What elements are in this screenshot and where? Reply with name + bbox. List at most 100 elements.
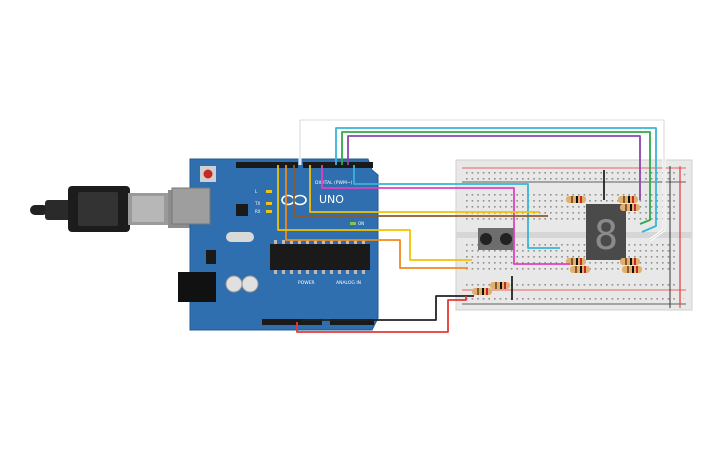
breadboard-hole <box>510 262 513 264</box>
breadboard-hole <box>662 262 664 264</box>
breadboard-hole <box>522 244 524 246</box>
breadboard-hole <box>650 194 653 196</box>
breadboard-hole <box>544 178 546 180</box>
breadboard-hole <box>533 256 535 258</box>
breadboard-hole <box>566 206 569 208</box>
breadboard-hole <box>477 298 479 300</box>
breadboard-hole <box>634 250 636 252</box>
rail-minus-label: - <box>683 296 685 301</box>
breadboard-hole <box>634 178 636 180</box>
breadboard-hole <box>656 172 658 174</box>
breadboard-hole <box>634 284 636 286</box>
breadboard-hole <box>482 298 485 300</box>
breadboard-hole <box>583 178 586 180</box>
breadboard-hole <box>550 206 552 208</box>
breadboard-hole <box>522 284 524 286</box>
breadboard-hole <box>572 244 574 246</box>
breadboard-hole <box>645 284 647 286</box>
resistor <box>566 196 586 203</box>
breadboard-hole <box>482 218 485 220</box>
breadboard-hole <box>645 194 647 196</box>
power-label: POWER <box>298 280 315 286</box>
breadboard-hole <box>544 250 546 252</box>
arduino-board[interactable]: UNO DIGITAL (PWM~) POWER ANALOG IN L TX … <box>171 158 379 331</box>
breadboard-hole <box>516 206 518 208</box>
breadboard-hole <box>589 262 591 264</box>
breadboard-hole <box>617 200 619 202</box>
wire-green[interactable] <box>341 131 651 225</box>
breadboard-hole <box>600 194 602 196</box>
breadboard-hole <box>533 194 535 196</box>
breadboard-hole <box>550 250 552 252</box>
breadboard-hole <box>572 250 574 252</box>
header-power <box>262 319 322 325</box>
wire-yellow-2[interactable] <box>309 165 540 213</box>
breadboard-hole <box>617 262 619 264</box>
breadboard-hole <box>533 172 535 174</box>
breadboard-hole <box>673 250 675 252</box>
wire-black-gnd[interactable] <box>302 295 474 322</box>
breadboard-hole <box>589 298 591 300</box>
breadboard-hole <box>544 206 546 208</box>
wire-purple[interactable] <box>347 135 641 200</box>
pushbutton[interactable] <box>478 228 514 250</box>
wire-white-outline <box>299 119 665 241</box>
breadboard-hole <box>477 268 479 270</box>
breadboard-hole <box>510 250 513 252</box>
breadboard-hole <box>566 172 569 174</box>
wire-red[interactable] <box>296 296 467 333</box>
breadboard-hole <box>533 262 535 264</box>
breadboard-hole <box>572 284 574 286</box>
breadboard-hole <box>538 284 541 286</box>
breadboard-hole <box>589 200 591 202</box>
resistor <box>622 266 642 273</box>
resistor <box>490 282 510 289</box>
breadboard-hole <box>578 244 580 246</box>
breadboard-hole <box>639 244 642 246</box>
breadboard-hole <box>482 284 485 286</box>
breadboard-hole <box>522 172 524 174</box>
breadboard-hole <box>561 256 563 258</box>
breadboard-hole <box>555 178 558 180</box>
breadboard-hole <box>667 250 670 252</box>
wire-cyan-2[interactable] <box>353 165 560 249</box>
breadboard-hole <box>555 244 558 246</box>
breadboard-hole <box>527 172 530 174</box>
breadboard-hole <box>606 178 608 180</box>
breadboard-hole <box>667 178 670 180</box>
breadboard-hole <box>488 200 490 202</box>
breadboard-hole <box>555 284 558 286</box>
breadboard-hole <box>572 298 574 300</box>
breadboard-hole <box>516 284 518 286</box>
breadboard-hole <box>566 268 569 270</box>
breadboard-hole <box>550 244 552 246</box>
breadboard-hole <box>544 200 546 202</box>
wire-magenta[interactable] <box>321 165 570 265</box>
breadboard-hole <box>645 262 647 264</box>
breadboard-hole <box>578 178 580 180</box>
breadboard-hole <box>650 284 653 286</box>
wire-yellow[interactable] <box>277 165 472 261</box>
breadboard-hole <box>606 298 608 300</box>
wire-cyan[interactable] <box>335 127 657 233</box>
header-top-right <box>303 162 373 168</box>
breadboard-hole <box>639 218 642 220</box>
board-model-label: UNO <box>319 193 344 206</box>
wire-brown[interactable] <box>293 165 548 217</box>
breadboard-hole <box>477 206 479 208</box>
breadboard-hole <box>600 268 602 270</box>
breadboard-hole <box>572 178 574 180</box>
resistor <box>620 258 640 265</box>
breadboard-hole <box>606 268 608 270</box>
breadboard-hole <box>639 298 642 300</box>
breadboard-hole <box>471 218 474 220</box>
wire-orange[interactable] <box>285 165 468 269</box>
breadboard-hole <box>544 212 546 214</box>
breadboard-hole <box>650 212 653 214</box>
breadboard-hole <box>516 244 518 246</box>
breadboard-hole <box>499 250 502 252</box>
breadboard-hole <box>482 256 485 258</box>
breadboard-hole <box>617 298 619 300</box>
display-digit: 8 <box>594 213 618 259</box>
breadboard-hole <box>594 178 597 180</box>
